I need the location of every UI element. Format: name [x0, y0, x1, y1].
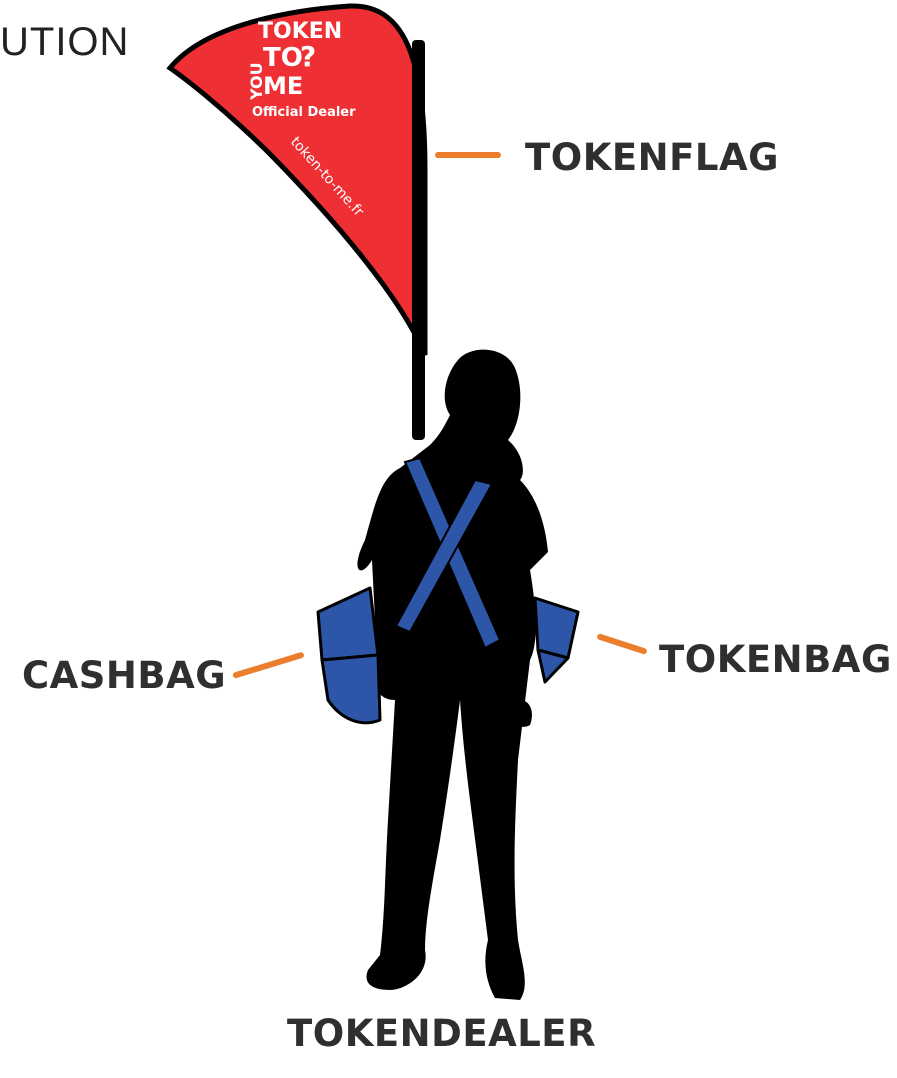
tokendealer-label: TOKENDEALER: [287, 1012, 596, 1055]
cashbag-bag: [318, 588, 380, 723]
tokenflag-flag: TOKEN YOU TO ? ME Official Dealer token-…: [170, 6, 425, 440]
tokenflag-leader: [435, 152, 501, 158]
logo-to: TO: [263, 43, 303, 73]
cashbag-label: CASHBAG: [22, 654, 226, 697]
person-silhouette: [357, 350, 548, 1000]
logo-me: ME: [263, 72, 303, 100]
tokenflag-label: TOKENFLAG: [525, 136, 779, 179]
tokenbag-bag: [535, 598, 578, 682]
logo-official-dealer: Official Dealer: [252, 105, 356, 120]
tokenbag-label: TOKENBAG: [659, 638, 892, 681]
logo-question: ?: [300, 40, 316, 73]
flag-pole: [412, 40, 425, 440]
